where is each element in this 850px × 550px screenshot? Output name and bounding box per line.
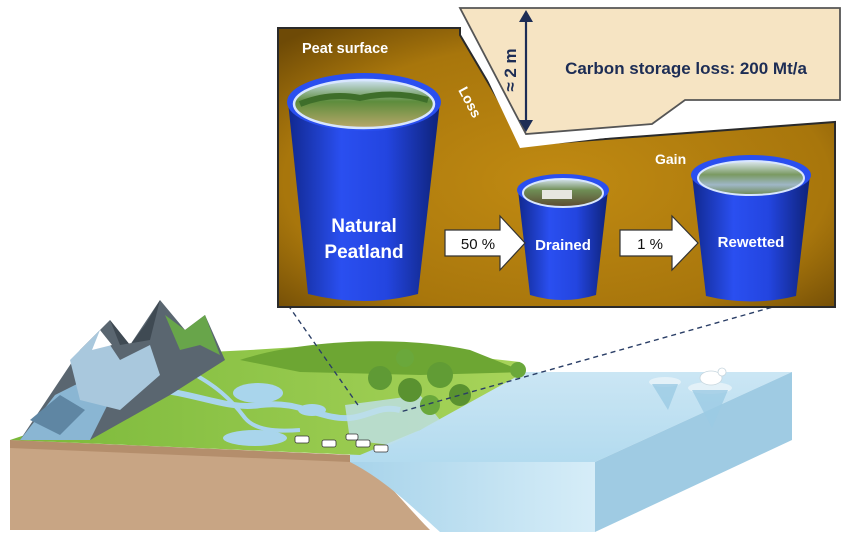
arrow-50-percent: 50 % [444, 214, 526, 272]
river-branch [189, 370, 301, 433]
depth-arrow [519, 10, 533, 132]
drained-barrel: Drained [517, 174, 609, 300]
natural-label-line1: Natural [331, 216, 396, 237]
soil-layer [10, 440, 430, 530]
tree-cluster [368, 349, 526, 415]
arrow-1-percent: 1 % [619, 214, 699, 272]
lake-2 [223, 430, 287, 446]
cows [294, 433, 389, 453]
carbon-loss-box [458, 7, 841, 135]
zoom-guide-right [399, 304, 781, 413]
soil-shadow [10, 440, 350, 462]
depth-label: ≈ 2 m [501, 48, 520, 91]
meadow-hill [240, 341, 525, 375]
mountains [20, 300, 225, 440]
drained-label: Drained [535, 237, 591, 254]
natural-label-line2: Peatland [324, 242, 403, 263]
polar-bear [699, 370, 723, 386]
rewetted-label: Rewetted [718, 234, 785, 251]
rewetted-barrel: Rewetted [691, 155, 811, 302]
icebergs [649, 367, 732, 428]
lake-1 [233, 383, 283, 403]
rewetted-photo [698, 161, 804, 195]
carbon-loss-label: Carbon storage loss: 200 Mt/a [565, 59, 807, 78]
sea-front [350, 462, 595, 532]
zoom-guide-left [287, 304, 361, 409]
peat-panel: ≈ 2 m Carbon storage loss: 200 Mt/a Peat… [277, 4, 846, 308]
gain-label: Gain [655, 151, 686, 167]
arrow-1-percent-label: 1 % [637, 236, 663, 253]
wetland-patch [345, 395, 440, 445]
landscape [10, 300, 792, 532]
arrow-50-percent-label: 50 % [461, 236, 495, 253]
peat-surface-label: Peat surface [302, 41, 388, 57]
lake-3 [298, 404, 326, 416]
sea-side [595, 372, 792, 532]
natural-peatland-barrel: Natural Peatland [287, 73, 441, 301]
